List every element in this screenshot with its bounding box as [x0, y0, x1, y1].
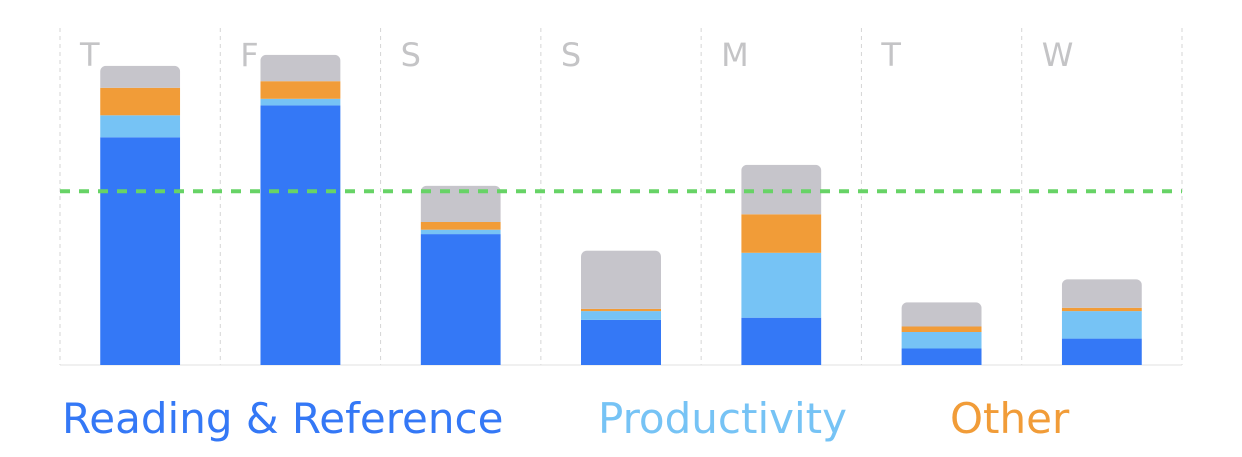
day-label: F	[240, 36, 258, 74]
bar-stack	[420, 185, 501, 365]
day-label: T	[880, 36, 901, 74]
bar-segment	[420, 222, 501, 230]
bar-stack	[260, 54, 341, 366]
bar-stacks	[100, 54, 1142, 366]
bar-segment	[100, 65, 181, 88]
bar-segment	[1061, 338, 1142, 365]
bar-segment	[100, 137, 181, 365]
legend-other: Other	[950, 394, 1070, 443]
bar-stack	[1061, 279, 1142, 365]
bar-segment	[260, 98, 341, 106]
bar-segment	[901, 302, 982, 327]
bar-segment	[1061, 279, 1142, 308]
bar-segment	[741, 252, 822, 318]
bar-stack	[901, 302, 982, 365]
bar-segment	[1061, 307, 1142, 312]
day-label: T	[79, 36, 100, 74]
bar-stack	[581, 250, 661, 365]
bar-segment	[1061, 311, 1142, 339]
day-label: M	[721, 36, 749, 74]
bar-segment	[741, 317, 822, 365]
bar-segment	[901, 326, 982, 332]
bar-segment	[901, 332, 982, 349]
day-label: S	[401, 36, 421, 74]
bar-segment	[420, 229, 501, 235]
bar-segment	[100, 87, 181, 116]
bar-segment	[581, 311, 661, 320]
bar-segment	[260, 54, 341, 82]
bar-segment	[100, 115, 181, 138]
bar-stack	[741, 164, 822, 365]
bar-segment	[581, 308, 661, 312]
bar-stack	[100, 65, 181, 365]
legend-reading-reference: Reading & Reference	[62, 394, 504, 443]
bar-segment	[260, 105, 341, 366]
bar-segment	[260, 81, 341, 99]
bar-segment	[581, 319, 661, 365]
day-label: W	[1042, 36, 1074, 74]
bar-segment	[581, 250, 661, 309]
bar-segment	[901, 348, 982, 365]
day-label: S	[561, 36, 581, 74]
bar-segment	[741, 214, 822, 253]
legend-productivity: Productivity	[598, 394, 847, 443]
bar-segment	[420, 234, 501, 365]
